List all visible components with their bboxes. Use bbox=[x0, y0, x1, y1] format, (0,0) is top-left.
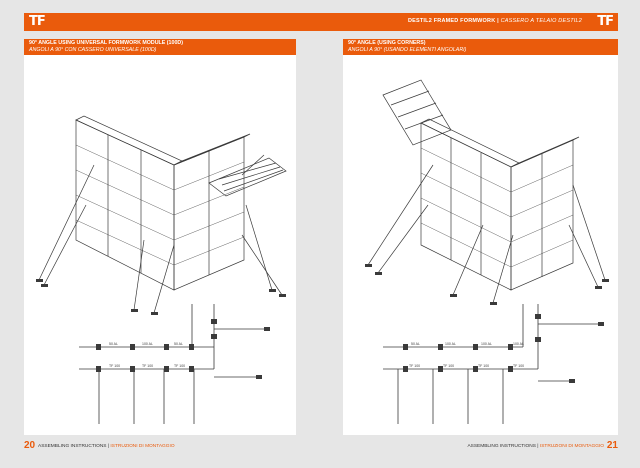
plan-label: TF 100 bbox=[513, 364, 524, 368]
plan-label: 100 AL bbox=[142, 342, 153, 346]
product-name: DESTIL2 FRAMED FORMWORK bbox=[407, 18, 496, 24]
section-title-right: 90° ANGLE (USING CORNERS) bbox=[348, 40, 426, 46]
isometric-drawing-left bbox=[36, 115, 287, 315]
section-header-left: 90° ANGLE USING UNIVERSAL FORMWORK MODUL… bbox=[24, 39, 296, 55]
section-title-left: 90° ANGLE USING UNIVERSAL FORMWORK MODUL… bbox=[29, 40, 183, 46]
page-number-left: 20 bbox=[24, 440, 36, 451]
plan-label: TF 100 bbox=[478, 364, 489, 368]
footer-left-label: ASSEMBLING INSTRUCTIONS bbox=[38, 444, 107, 449]
plan-label: TF 100 bbox=[142, 364, 153, 368]
plan-label: 50 AL bbox=[174, 342, 183, 346]
plan-view-right: 50 AL 100 AL 100 AL 100 AL TF 100 TF 100… bbox=[383, 304, 604, 424]
right-page: 90° ANGLE (USING CORNERS) ANGOLI A 90° (… bbox=[343, 39, 618, 435]
plan-label: 100 AL bbox=[445, 342, 456, 346]
page-number-right: 21 bbox=[606, 440, 618, 451]
plan-label: 50 AL bbox=[411, 342, 420, 346]
product-name-it: CASSERO A TELAIO DESTIL2 bbox=[500, 18, 582, 24]
brand-logo-right: TF bbox=[597, 14, 614, 29]
plan-label: 100 AL bbox=[513, 342, 524, 346]
footer-left-label-it: ISTRUZIONI DI MONTAGGIO bbox=[110, 444, 175, 449]
section-header-right: 90° ANGLE (USING CORNERS) ANGOLI A 90° (… bbox=[343, 39, 618, 55]
plan-view-left: 50 AL 100 AL 50 AL TF 100 TF 100 TF 100 bbox=[79, 304, 270, 424]
footer-left: ASSEMBLING INSTRUCTIONS | ISTRUZIONI DI … bbox=[38, 444, 175, 449]
footer-right-label-it: ISTRUZIONI DI MONTAGGIO bbox=[539, 444, 604, 449]
plan-label: TF 100 bbox=[109, 364, 120, 368]
product-title: DESTIL2 FRAMED FORMWORK | CASSERO A TELA… bbox=[407, 18, 582, 24]
plan-label: TF 100 bbox=[443, 364, 454, 368]
plan-label: TF 100 bbox=[174, 364, 185, 368]
plan-label: 100 AL bbox=[481, 342, 492, 346]
footer-right-label: ASSEMBLING INSTRUCTIONS bbox=[467, 444, 536, 449]
section-subtitle-left: ANGOLI A 90° CON CASSERO UNIVERSALE (100… bbox=[29, 47, 157, 53]
isometric-drawing-right bbox=[365, 79, 609, 305]
plan-label: 50 AL bbox=[109, 342, 118, 346]
section-subtitle-right: ANGOLI A 90° (USANDO ELEMENTI ANGOLARI) bbox=[348, 47, 467, 53]
footer-right: ASSEMBLING INSTRUCTIONS | ISTRUZIONI DI … bbox=[467, 444, 604, 449]
brand-logo: TF bbox=[29, 14, 46, 29]
left-page: 90° ANGLE USING UNIVERSAL FORMWORK MODUL… bbox=[24, 39, 296, 435]
plan-label: TF 100 bbox=[409, 364, 420, 368]
header-bar: TF DESTIL2 FRAMED FORMWORK | CASSERO A T… bbox=[24, 13, 618, 31]
